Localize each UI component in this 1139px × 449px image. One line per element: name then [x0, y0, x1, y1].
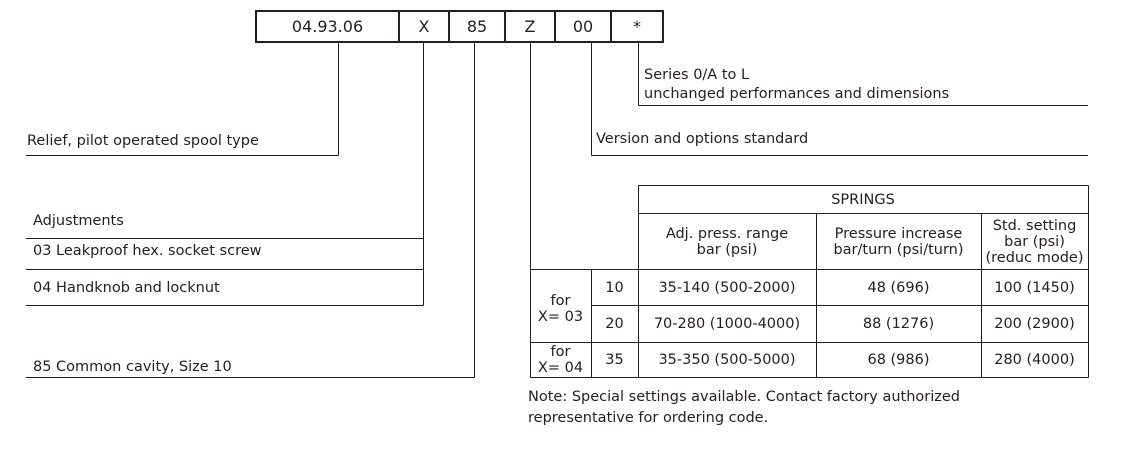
header-line: Std. setting: [992, 217, 1077, 234]
header-pressure-increase: Pressure increase bar/turn (psi/turn): [816, 214, 981, 269]
table-cell-increase: 88 (1276): [862, 316, 935, 332]
group-line: for: [550, 293, 571, 309]
header-line: Pressure increase: [834, 225, 963, 242]
springs-title: SPRINGS: [831, 191, 895, 208]
header-std-setting: Std. setting bar (psi) (reduc mode): [981, 214, 1088, 269]
table-cell-spring: 10: [605, 279, 624, 296]
table-cell-range: 35-350 (500-5000): [658, 352, 796, 368]
springs-table-title: SPRINGS: [638, 186, 1088, 213]
header-line: bar/turn (psi/turn): [833, 241, 964, 258]
relief-label: Relief, pilot operated spool type: [27, 133, 259, 149]
table-cell-setting: 100 (1450): [994, 279, 1075, 296]
header-line: Adj. press. range: [665, 225, 789, 242]
note-line-1: Note: Special settings available. Contac…: [528, 389, 961, 405]
header-line: bar (psi): [696, 241, 758, 258]
adjustment-04-label: 04 Handknob and locknut: [33, 280, 220, 296]
adjustments-heading: Adjustments: [33, 213, 124, 229]
header-line: bar (psi): [1004, 233, 1065, 250]
header-adj-press-range: Adj. press. range bar (psi): [638, 214, 816, 269]
code-segment-spring: Z: [506, 10, 556, 43]
group-label-x04: for X= 04: [530, 343, 591, 377]
group-line: X= 04: [537, 360, 584, 376]
code-segment-adjustment: X: [400, 10, 450, 43]
group-line: X= 03: [537, 309, 584, 325]
header-line: (reduc mode): [985, 249, 1084, 266]
version-label: Version and options standard: [596, 131, 809, 147]
table-cell-setting: 280 (4000): [994, 352, 1075, 368]
table-cell-increase: 48 (696): [867, 279, 930, 296]
adjustment-03-label: 03 Leakproof hex. socket screw: [33, 243, 262, 259]
table-cell-setting: 200 (2900): [994, 316, 1075, 332]
code-segment-series: *: [612, 10, 664, 43]
table-cell-spring: 35: [605, 352, 624, 368]
cavity-label: 85 Common cavity, Size 10: [33, 359, 232, 375]
series-description: unchanged performances and dimensions: [644, 86, 950, 102]
table-cell-range: 70-280 (1000-4000): [653, 316, 801, 332]
group-line: for: [550, 344, 571, 360]
table-cell-spring: 20: [605, 316, 624, 332]
table-cell-increase: 68 (986): [867, 352, 930, 368]
group-label-x03: for X= 03: [530, 270, 591, 342]
code-segment-cavity: 85: [450, 10, 506, 43]
code-segment-version: 00: [556, 10, 612, 43]
table-cell-range: 35-140 (500-2000): [658, 279, 796, 296]
note-line-2: representative for ordering code.: [528, 410, 769, 426]
series-label: Series 0/A to L: [644, 67, 750, 83]
code-segment-model: 04.93.06: [255, 10, 400, 43]
